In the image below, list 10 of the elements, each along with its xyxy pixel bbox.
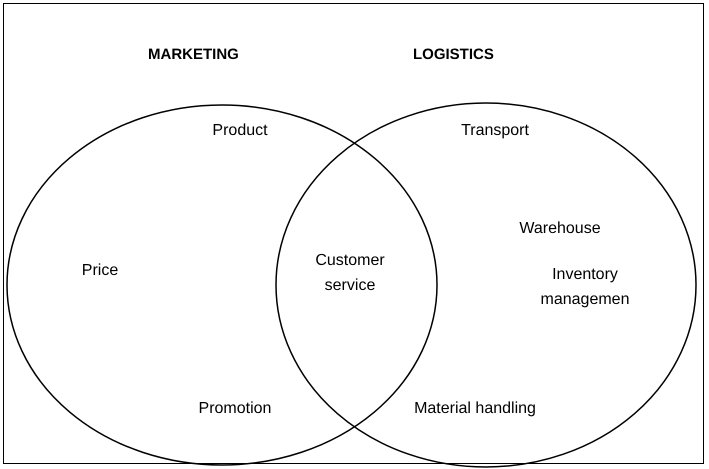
item-label: Transport: [460, 121, 530, 141]
item-label: Promotion: [198, 399, 272, 419]
set-heading: LOGISTICS: [413, 46, 494, 63]
item-label: Customer service: [314, 251, 386, 296]
item-label: Material handling: [413, 399, 537, 419]
item-label: Price: [80, 261, 120, 281]
item-label: Warehouse: [518, 219, 602, 239]
set-heading: MARKETING: [148, 46, 239, 63]
item-label: Inventory managemen: [540, 265, 630, 310]
item-label: Product: [211, 121, 269, 141]
